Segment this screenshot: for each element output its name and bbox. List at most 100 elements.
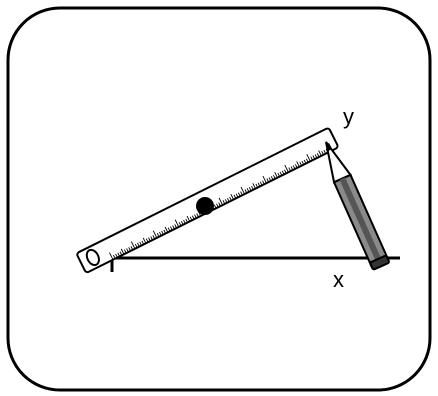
ruler-tick: [186, 215, 191, 222]
ruler-tick: [262, 180, 265, 185]
ruler-tick: [292, 165, 296, 170]
ruler-tick: [316, 153, 320, 158]
ruler-tick: [303, 159, 307, 164]
ruler-tick: [240, 191, 243, 196]
ruler-tick: [266, 178, 270, 183]
ruler-tick: [318, 150, 322, 157]
ruler-tick: [163, 229, 167, 234]
ruler-tick: [120, 248, 125, 255]
ruler-tick: [172, 225, 175, 230]
ruler-tick: [142, 237, 147, 244]
pencil-lead: [326, 142, 332, 152]
ruler-tick: [216, 203, 219, 208]
ruler-tick: [301, 160, 305, 165]
ruler-tick: [130, 241, 136, 249]
ruler-tick: [178, 222, 182, 227]
ruler-tick: [119, 251, 123, 256]
ruler-tick: [128, 247, 131, 252]
ruler-tick: [306, 153, 311, 162]
pencil-body-shade: [339, 177, 383, 264]
ruler-tick: [244, 189, 248, 194]
ruler-tick: [268, 177, 272, 182]
ruler-tick: [288, 167, 291, 172]
ruler-tick: [224, 199, 228, 204]
ruler-tick: [170, 226, 173, 231]
ruler-hole: [85, 248, 100, 267]
label-x: x: [333, 267, 344, 292]
ruler-tick: [137, 242, 140, 247]
ruler-tick: [274, 172, 278, 178]
ruler-tick: [126, 248, 129, 253]
ruler-tick: [233, 194, 237, 199]
ruler-tick: [164, 226, 169, 233]
ruler-tick: [296, 161, 300, 167]
ruler-tick: [194, 214, 197, 219]
ruler-tick: [174, 224, 177, 229]
ruler-tick: [156, 232, 160, 237]
ruler-tick: [117, 252, 120, 257]
ruler-tick: [148, 237, 151, 242]
ruler-tick: [290, 166, 294, 171]
ruler-tick: [281, 170, 285, 175]
ruler-tick: [152, 235, 156, 240]
ruler-tick: [141, 240, 145, 245]
ruler-tick: [196, 213, 199, 218]
ruler-tick: [161, 230, 164, 235]
ruler-tick: [218, 197, 224, 206]
ruler-tick: [305, 158, 309, 163]
ruler-tick: [159, 231, 162, 236]
ruler-tick: [139, 241, 142, 246]
ruler-tick: [294, 164, 298, 169]
ruler-tick: [152, 230, 158, 239]
ruler-tick: [109, 252, 114, 260]
ruler-tick: [229, 196, 232, 201]
ruler-tick: [235, 193, 239, 198]
ruler-tick: [284, 164, 289, 173]
ruler-tick: [222, 200, 226, 205]
ruler-tick: [323, 149, 327, 154]
ruler-tick: [257, 182, 261, 187]
ruler-tick: [167, 227, 171, 232]
ruler-tick: [310, 156, 313, 161]
ruler-tick: [227, 197, 230, 202]
ruler-tick: [130, 246, 134, 251]
pencil-icon: [325, 141, 390, 271]
ruler-tick: [213, 204, 217, 209]
ruler-tick: [312, 155, 316, 160]
ruler-tick: [185, 218, 188, 223]
pivot-dot-icon: [196, 197, 214, 215]
pencil-end: [369, 254, 390, 271]
ruler-tick: [273, 175, 276, 180]
ruler-tick: [174, 219, 180, 228]
ruler-tick: [191, 215, 195, 220]
ruler-tick: [262, 175, 267, 184]
ruler-tick: [259, 181, 263, 186]
ruler-tick: [183, 219, 186, 224]
ruler-tick: [218, 202, 221, 207]
ruler-tick: [251, 185, 254, 190]
ruler-tick: [115, 253, 118, 258]
ruler-tick: [270, 176, 274, 181]
ruler-tick: [255, 183, 259, 188]
ruler-tick: [279, 171, 283, 176]
ruler-tick: [134, 243, 138, 248]
ruler-tick: [180, 220, 184, 225]
ruler-tick: [240, 186, 245, 195]
ruler-tick: [299, 161, 302, 166]
ruler-tick: [189, 216, 193, 221]
ruler-ticks: [109, 143, 333, 260]
ruler-tick: [252, 183, 256, 189]
ruler-tick: [321, 150, 324, 155]
ruler-tick: [248, 187, 252, 192]
ruler-tick: [277, 172, 281, 177]
ruler-tick: [237, 192, 241, 197]
ruler-tick: [230, 194, 234, 200]
label-y: y: [343, 104, 354, 129]
ruler-tick: [112, 254, 116, 259]
ruler-tick: [145, 238, 149, 243]
ruler-tick: [314, 154, 318, 159]
ruler-tick: [284, 169, 287, 174]
ruler-tick: [150, 236, 153, 241]
ruler-tick: [246, 188, 250, 193]
